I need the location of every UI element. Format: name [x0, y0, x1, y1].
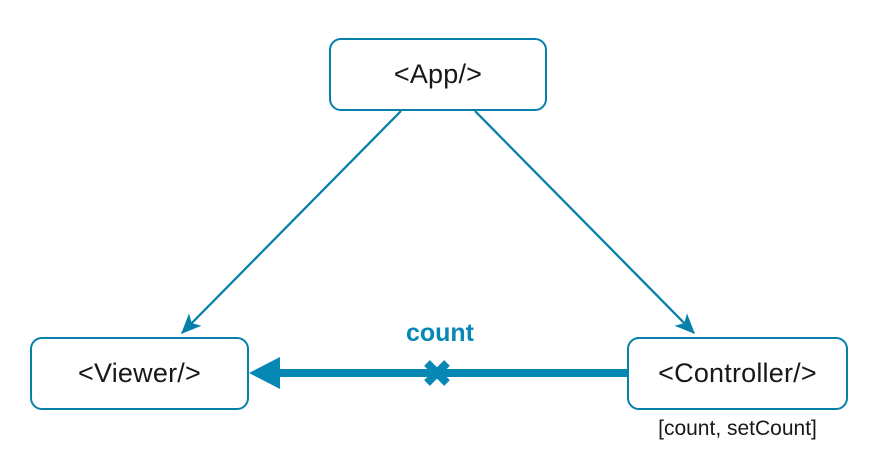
node-app[interactable]: <App/>	[329, 38, 547, 111]
node-controller-caption: [count, setCount]	[658, 417, 817, 440]
blocked-cross-icon	[424, 360, 450, 386]
edge-label-count: count	[405, 319, 475, 347]
edge-controller-to-viewer	[249, 357, 627, 389]
node-viewer[interactable]: <Viewer/>	[30, 337, 249, 410]
node-controller-label: <Controller/>	[658, 358, 817, 388]
node-viewer-label: <Viewer/>	[78, 358, 201, 388]
edge-app-to-viewer	[181, 110, 402, 334]
node-controller[interactable]: <Controller/>	[627, 337, 848, 410]
edge-app-to-controller	[474, 110, 695, 334]
node-app-label: <App/>	[393, 59, 483, 89]
